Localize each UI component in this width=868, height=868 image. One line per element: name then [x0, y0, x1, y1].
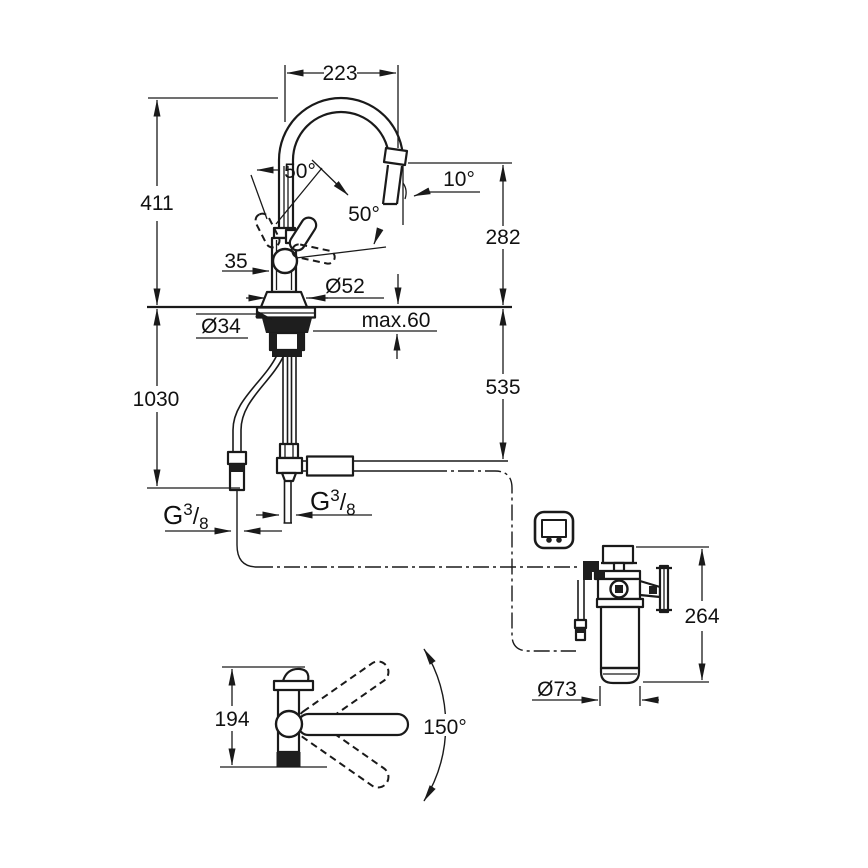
- filter-head-cap: [601, 544, 635, 565]
- straight-hose-bundle: [282, 357, 297, 444]
- flexible-hose-left: [232, 354, 285, 452]
- dim-label-spout-reach: 223: [322, 62, 357, 85]
- dim-label-total-height: 411: [140, 192, 173, 215]
- filter-hanging-hose: [577, 580, 585, 622]
- angle-label-lever-lift: 50°: [348, 203, 380, 226]
- angle-label-swivel: 150°: [423, 716, 466, 739]
- angle-label-lever-swing: 50°: [284, 160, 316, 183]
- faucet-front-view: [147, 96, 512, 309]
- dim-label-filter-diameter: Ø73: [537, 678, 577, 701]
- base-side-view: [276, 752, 301, 767]
- dim-label-hole-diameter: Ø34: [201, 315, 241, 338]
- thread-label-center: G3/8: [310, 486, 356, 519]
- display-dot-right: [556, 537, 562, 543]
- bracket-screw: [649, 586, 657, 594]
- cartridge-collar: [595, 597, 645, 609]
- filter-monitor-display: [533, 510, 575, 550]
- display-dot-left: [546, 537, 552, 543]
- pivot-circle: [274, 709, 304, 739]
- supply-hoses: [226, 354, 578, 652]
- hose-center-stub: [283, 481, 292, 524]
- spout-arc: [277, 96, 405, 228]
- dimension-lines: [147, 65, 709, 768]
- lever-side-view: [272, 679, 315, 692]
- spout-outlet: [381, 146, 409, 225]
- lever-handle-swung-position-dashed: [254, 212, 281, 249]
- thread-label-left: G3/8: [163, 500, 209, 533]
- routing-centerline-to-filter-hose: [431, 470, 576, 652]
- dim-label-body-width: 35: [224, 250, 247, 273]
- label-background: [421, 714, 471, 736]
- dim-label-filter-height: 264: [684, 605, 719, 628]
- cartridge-circle: [271, 247, 299, 275]
- pipe-connector: [305, 455, 355, 477]
- hose-connector-left: [226, 450, 248, 466]
- dim-label-max-deck: max.60: [362, 309, 431, 332]
- mounting-nut: [262, 318, 312, 333]
- spout-side-view: [296, 712, 410, 737]
- filter-cartridge: [599, 605, 641, 685]
- tee-connector: [275, 442, 304, 483]
- hose-routing-line: [236, 490, 258, 568]
- dim-label-side-height: 194: [214, 708, 249, 731]
- base-escutcheon: [259, 290, 309, 309]
- filter-unit: [573, 544, 672, 685]
- lever-handle-up-position: [288, 216, 318, 252]
- dim-label-under-counter: 535: [485, 376, 520, 399]
- dim-label-hose-length: 1030: [133, 388, 180, 411]
- mounting-hardware: [255, 306, 317, 357]
- dim-label-base-diameter: Ø52: [325, 275, 365, 298]
- angle-label-spout-tilt: 10°: [443, 168, 475, 191]
- dim-label-spout-height: 282: [485, 226, 520, 249]
- faucet-side-view: [272, 648, 447, 802]
- angle-10-arc: [402, 182, 407, 200]
- lever-handle-down-position-dashed: [291, 243, 336, 265]
